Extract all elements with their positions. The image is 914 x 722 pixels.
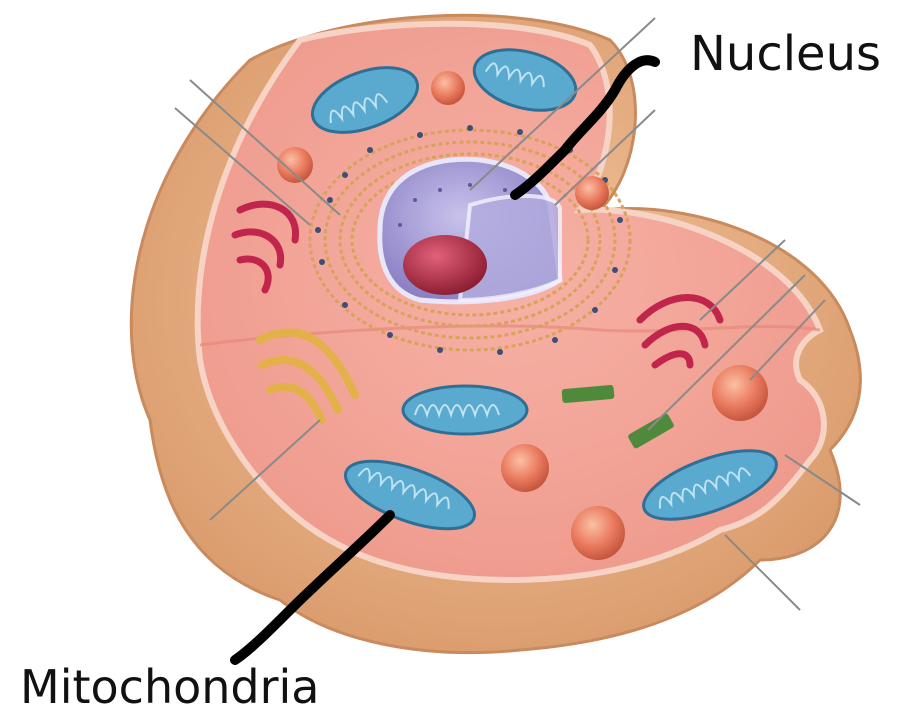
nucleolus	[403, 235, 487, 295]
mitochondria-label: Mitochondria	[20, 664, 319, 710]
nucleus-label: Nucleus	[690, 30, 881, 78]
mitochondrion	[403, 386, 527, 434]
